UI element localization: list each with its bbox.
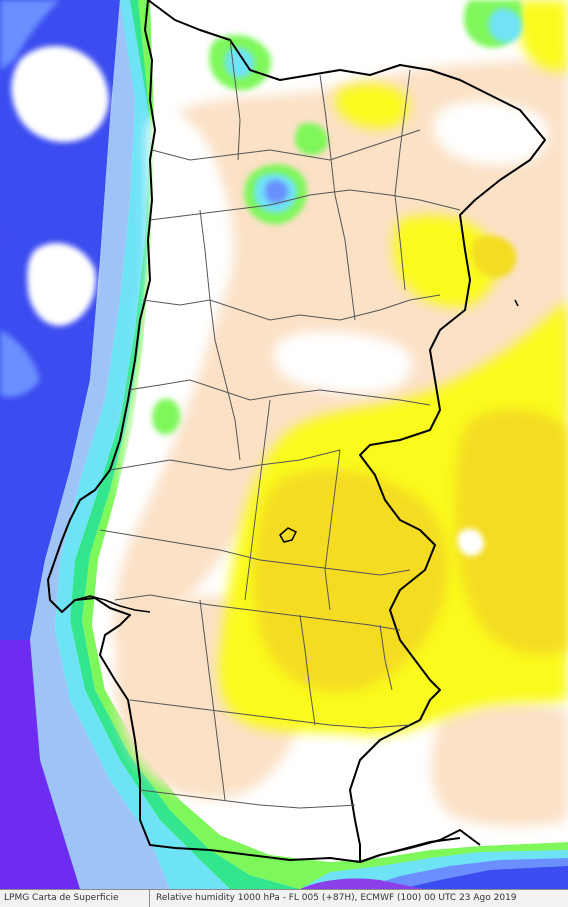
ocean-white-patch [11, 46, 109, 143]
district-line-11 [319, 74, 356, 321]
beige-east-south [431, 703, 568, 827]
yellow-top-right [516, 0, 568, 72]
coastal-green-band [70, 0, 300, 889]
dark-yellow-east [455, 409, 568, 655]
district-line-8 [129, 699, 411, 729]
district-borders [99, 39, 461, 809]
white-pocket-north [433, 100, 549, 166]
cyan-patch-top-right [488, 8, 523, 43]
south-sea-dark [400, 866, 568, 889]
dark-yellow-ne [472, 235, 517, 278]
river-east [514, 299, 519, 307]
ocean-white-patch-2 [27, 242, 96, 326]
white-pocket-west [121, 117, 217, 513]
tagus-estuary [74, 595, 151, 613]
ocean-light-blue-band [0, 0, 170, 889]
district-line-14 [244, 399, 271, 601]
district-line-12 [394, 69, 411, 291]
district-line-17 [299, 614, 316, 726]
district-line-13 [199, 209, 241, 461]
district-line-18 [379, 624, 393, 691]
district-line-6 [99, 529, 411, 576]
white-pocket-center [274, 330, 413, 394]
portugal-spain-border [147, 0, 546, 862]
status-bar-right-text: Relative humidity 1000 hPa - FL 005 (+87… [156, 893, 517, 903]
district-line-5 [109, 449, 341, 471]
district-line-10 [229, 39, 241, 161]
district-line-16 [199, 599, 226, 801]
status-bar-left-text: LPMG Carta de Superficie [0, 890, 150, 907]
yellow-north [335, 83, 409, 129]
land-field [92, 0, 568, 862]
blue-patch-center [264, 180, 289, 204]
spain-coast-south [359, 829, 481, 863]
ocean-dark-patch [0, 210, 20, 254]
status-bar: LPMG Carta de Superficie Relative humidi… [0, 889, 568, 907]
green-patch-coast-mid [152, 398, 181, 435]
district-line-7 [114, 594, 401, 631]
district-line-2 [149, 189, 461, 221]
south-sea-purple [300, 878, 430, 889]
green-patch-ne [294, 123, 329, 156]
water-features [74, 299, 519, 613]
coastal-cyan-band [55, 0, 230, 889]
district-line-4 [127, 379, 431, 406]
district-line-15 [324, 449, 341, 611]
district-line-3 [142, 294, 441, 321]
ocean-blue-patch [0, 0, 60, 70]
yellow-east-mid [393, 215, 498, 308]
district-line-9 [139, 789, 356, 809]
reservoir-alqueva [279, 527, 298, 543]
white-dot-east [457, 528, 485, 556]
district-line-1 [151, 129, 421, 161]
ocean-blue-patch-2 [0, 330, 40, 397]
